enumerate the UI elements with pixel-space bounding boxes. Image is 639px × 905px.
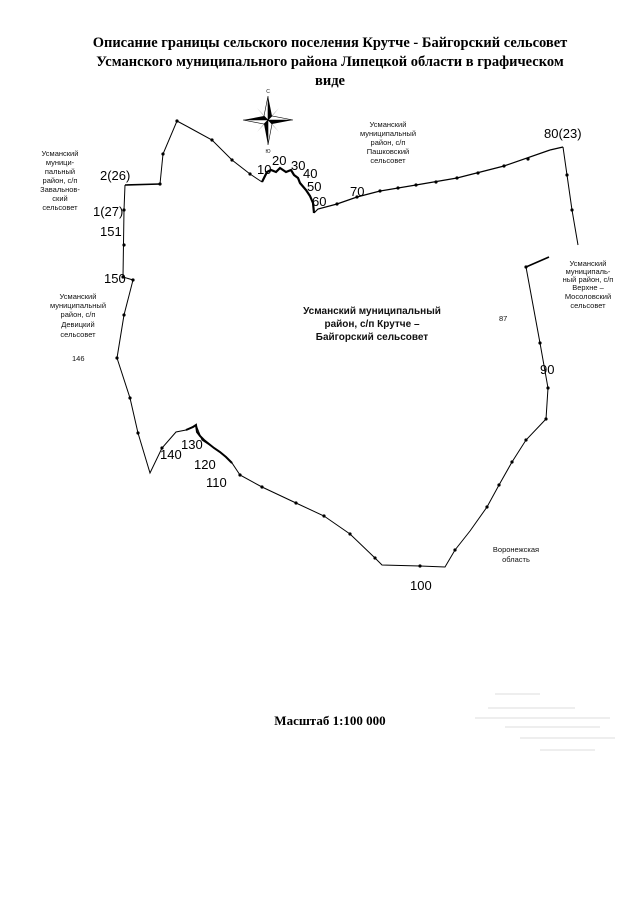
svg-text:район, с/п: район, с/п (371, 138, 406, 147)
point-label-151: 151 (100, 224, 122, 239)
neighbor-label-left-mid: Усманский муниципальный район, с/п Девиц… (50, 292, 106, 339)
point-label-30: 30 (291, 158, 305, 173)
center-label-line-2: район, с/п Крутче – (324, 319, 419, 330)
boundary-line-river (261, 166, 316, 214)
svg-text:Девицкий: Девицкий (61, 320, 94, 329)
page-title: Описание границы сельского поселения Кру… (40, 34, 620, 91)
svg-text:сельсовет: сельсовет (42, 203, 78, 212)
point-label-90: 90 (540, 362, 554, 377)
boundary-line-top (313, 149, 551, 214)
svg-text:район, с/п: район, с/п (43, 176, 78, 185)
point-label-10: 10 (257, 162, 271, 177)
svg-text:ский: ский (52, 194, 67, 203)
point-label-110: 110 (206, 475, 227, 490)
svg-text:Усманский: Усманский (42, 149, 79, 158)
boundary-line-southwest-river (185, 423, 233, 464)
svg-text:муниципальный: муниципальный (50, 301, 106, 310)
neighbor-label-right: Усманский муниципаль- ный район, с/п Вер… (563, 259, 614, 310)
neighbor-label-bottom-right: Воронежская область (493, 545, 539, 564)
point-label-50: 50 (307, 179, 321, 194)
svg-text:Усманский: Усманский (60, 292, 97, 301)
center-label-line-3: Байгорский сельсовет (316, 332, 429, 343)
title-line-2: Усманского муниципального района Липецко… (96, 54, 564, 70)
point-label-120: 120 (194, 457, 216, 472)
boundary-line-west (122, 184, 126, 278)
boundary-line (116, 266, 549, 568)
svg-text:сельсовет: сельсовет (60, 330, 96, 339)
svg-text:Мосоловский: Мосоловский (565, 292, 611, 301)
svg-text:муници-: муници- (46, 158, 75, 167)
svg-text:Усманский: Усманский (570, 259, 607, 268)
svg-text:сельсовет: сельсовет (570, 301, 606, 310)
neighbor-label-top: Усманский муниципальный район, с/п Пашко… (360, 120, 416, 165)
svg-text:муниципальный: муниципальный (360, 129, 416, 138)
svg-text:сельсовет: сельсовет (370, 156, 406, 165)
title-line-3: виде (315, 73, 345, 89)
svg-text:Усманский: Усманский (370, 120, 407, 129)
scan-noise (475, 693, 615, 751)
point-label-20: 20 (272, 153, 286, 168)
point-label-140: 140 (160, 447, 182, 462)
neighbor-label-left-top: Усманский муници- пальный район, с/п Зав… (40, 149, 80, 212)
point-label-60: 60 (312, 194, 326, 209)
point-label-150: 150 (104, 271, 126, 286)
point-label-70: 70 (350, 184, 364, 199)
point-label-130: 130 (181, 437, 203, 452)
boundary-line-northwest (159, 120, 263, 185)
center-area-label: Усманский муниципальный район, с/п Крутч… (303, 306, 441, 343)
point-label-2-26: 2(26) (100, 168, 130, 183)
point-label-100: 100 (410, 578, 432, 593)
svg-text:район, с/п: район, с/п (61, 310, 96, 319)
boundary-vertices (115, 119, 574, 568)
parcel-number-right: 87 (499, 314, 507, 323)
boundary-line-segment (562, 146, 579, 246)
compass-south-label: Ю (265, 149, 270, 155)
boundary-line-segment (525, 256, 550, 268)
compass-rose-icon: С Ю (242, 89, 294, 155)
svg-text:Воронежская: Воронежская (493, 545, 539, 554)
point-label-1-27: 1(27) (93, 204, 123, 219)
boundary-line-west-top (124, 183, 161, 186)
svg-text:ный район, с/п: ный район, с/п (563, 275, 614, 284)
point-label-80-23: 80(23) (544, 126, 582, 141)
parcel-number-left: 146 (72, 354, 85, 363)
point-label-40: 40 (303, 166, 317, 181)
svg-text:Завальнов-: Завальнов- (40, 185, 80, 194)
svg-text:Верхне –: Верхне – (572, 283, 604, 292)
boundary-line-segment (549, 146, 564, 151)
svg-text:Пашковский: Пашковский (367, 147, 409, 156)
svg-text:область: область (502, 555, 530, 564)
svg-text:муниципаль-: муниципаль- (566, 267, 611, 276)
title-line-1: Описание границы сельского поселения Кру… (92, 35, 568, 51)
svg-text:пальный: пальный (45, 167, 75, 176)
scale-label: Масштаб 1:100 000 (274, 713, 386, 728)
center-label-line-1: Усманский муниципальный (303, 306, 441, 317)
compass-north-label: С (266, 89, 270, 95)
